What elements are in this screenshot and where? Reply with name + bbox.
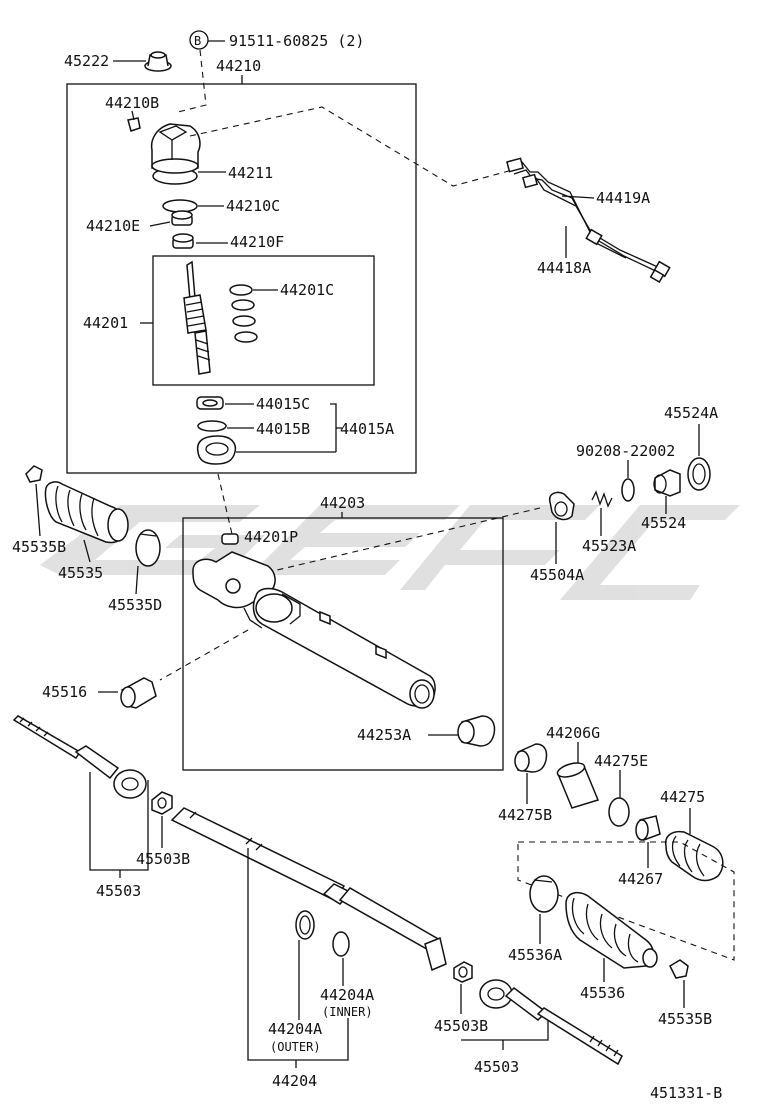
label-44253A: 44253A bbox=[357, 726, 411, 744]
part-44015A-seal bbox=[196, 435, 237, 465]
part-45535B-left-clip bbox=[25, 465, 43, 483]
label-44210F: 44210F bbox=[230, 233, 284, 251]
label-45503-right: 45503 bbox=[474, 1058, 519, 1076]
label-45503B-right: 45503B bbox=[434, 1017, 488, 1035]
label-44203: 44203 bbox=[320, 494, 365, 512]
part-44204-steering-rack bbox=[170, 807, 447, 972]
part-44419A-44418A-pipes bbox=[506, 157, 671, 283]
watermark-logo bbox=[40, 505, 740, 600]
label-45516: 45516 bbox=[42, 683, 87, 701]
label-44419A: 44419A bbox=[596, 189, 650, 207]
part-45503B-left-washer bbox=[151, 791, 173, 815]
part-44201C-seals bbox=[229, 284, 258, 343]
label-45524A: 45524A bbox=[664, 404, 718, 422]
part-45535-left-boot bbox=[44, 481, 129, 544]
part-45536-right-boot bbox=[565, 891, 658, 969]
label-91511: 91511-60825 (2) bbox=[229, 32, 364, 50]
part-44204A-outer-ring bbox=[295, 910, 315, 940]
label-44211: 44211 bbox=[228, 164, 273, 182]
footer-diagram-code: 451331-B bbox=[650, 1084, 722, 1102]
label-45535B-left: 45535B bbox=[12, 538, 66, 556]
label-44210E: 44210E bbox=[86, 217, 140, 235]
part-44211-valve-housing bbox=[150, 123, 201, 185]
assembly-44210-box bbox=[66, 83, 417, 474]
label-45536A: 45536A bbox=[508, 946, 562, 964]
part-44201P-plug bbox=[221, 533, 239, 545]
label-44201P: 44201P bbox=[244, 528, 298, 546]
bolt-symbol-letter: B bbox=[194, 34, 201, 48]
label-45535: 45535 bbox=[58, 564, 103, 582]
part-44275B-bushing bbox=[514, 743, 548, 773]
part-45535B-right-clip bbox=[669, 959, 689, 979]
label-45503B-left: 45503B bbox=[136, 850, 190, 868]
part-44210B-plug bbox=[127, 117, 141, 132]
part-45222-cap bbox=[144, 51, 172, 72]
part-44015C-bearing bbox=[196, 396, 224, 410]
label-45523A: 45523A bbox=[582, 537, 636, 555]
part-44275-small-boot bbox=[664, 830, 724, 882]
label-44210B: 44210B bbox=[105, 94, 159, 112]
part-44015B-ring bbox=[197, 420, 227, 432]
part-45504A-rack-guide bbox=[548, 491, 575, 521]
part-44210C-oring bbox=[162, 199, 198, 213]
part-90208-spring-ring bbox=[621, 478, 635, 502]
part-45524A-locknut bbox=[687, 457, 711, 491]
part-44275E-ring bbox=[608, 797, 630, 827]
assembly-44201-box bbox=[152, 255, 375, 386]
label-45503-left: 45503 bbox=[96, 882, 141, 900]
part-44210F-bearing bbox=[172, 233, 194, 249]
part-44204A-inner-ring bbox=[332, 931, 350, 957]
part-44203-rack-housing bbox=[192, 551, 436, 709]
label-44015A: 44015A bbox=[340, 420, 394, 438]
part-44210E-bearing bbox=[171, 210, 193, 226]
label-45504A: 45504A bbox=[530, 566, 584, 584]
part-44201-pinion-shaft bbox=[183, 260, 211, 375]
label-44015C: 44015C bbox=[256, 395, 310, 413]
assembly-44203-box bbox=[182, 517, 504, 771]
label-44210C: 44210C bbox=[226, 197, 280, 215]
part-44267-bushing bbox=[635, 815, 661, 842]
label-45524: 45524 bbox=[641, 514, 686, 532]
label-44201C: 44201C bbox=[280, 281, 334, 299]
part-45503-left-tie-rod bbox=[12, 715, 147, 799]
part-45535D-clamp bbox=[135, 529, 161, 567]
part-45516-grommet bbox=[120, 677, 157, 709]
label-44204A-outer: 44204A bbox=[268, 1020, 322, 1038]
label-90208: 90208-22002 bbox=[576, 442, 675, 460]
label-45222: 45222 bbox=[64, 52, 109, 70]
label-44275E: 44275E bbox=[594, 752, 648, 770]
part-45523A-spring bbox=[591, 490, 613, 508]
label-44275: 44275 bbox=[660, 788, 705, 806]
label-inner-note: (INNER) bbox=[322, 1005, 373, 1019]
label-44206G: 44206G bbox=[546, 724, 600, 742]
part-44206G-sleeve bbox=[556, 762, 600, 809]
label-outer-note: (OUTER) bbox=[270, 1040, 321, 1054]
part-45503B-right-washer bbox=[453, 961, 473, 983]
label-44201: 44201 bbox=[83, 314, 128, 332]
label-45535D: 45535D bbox=[108, 596, 162, 614]
part-45503-right-tie-rod bbox=[479, 979, 623, 1066]
label-44204: 44204 bbox=[272, 1072, 317, 1090]
bolt-symbol: B bbox=[189, 30, 209, 50]
label-44210: 44210 bbox=[216, 57, 261, 75]
label-45536: 45536 bbox=[580, 984, 625, 1002]
label-44267: 44267 bbox=[618, 870, 663, 888]
label-44204A-inner: 44204A bbox=[320, 986, 374, 1004]
part-44253A-bushing bbox=[457, 715, 496, 747]
label-44015B: 44015B bbox=[256, 420, 310, 438]
label-44275B: 44275B bbox=[498, 806, 552, 824]
label-45535B-right: 45535B bbox=[658, 1010, 712, 1028]
label-44418A: 44418A bbox=[537, 259, 591, 277]
part-45524-plug bbox=[653, 469, 681, 497]
part-45536A-clamp bbox=[529, 875, 559, 913]
